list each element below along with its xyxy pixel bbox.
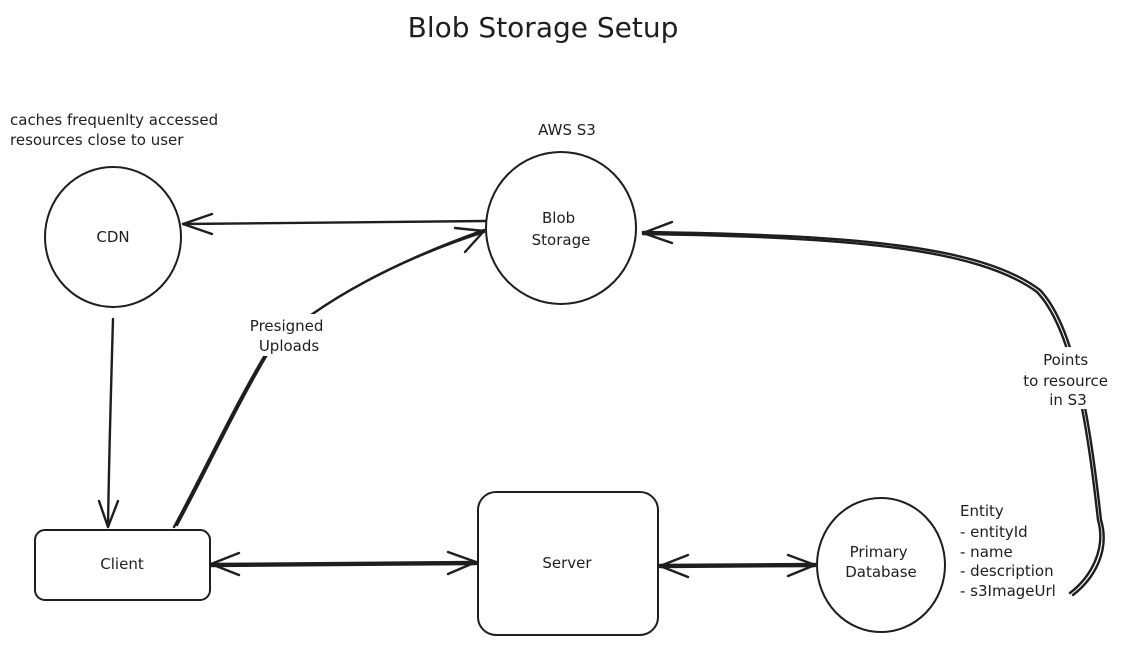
entity-annotation: Entity - entityId - name - description -…: [960, 502, 1058, 600]
presigned-uploads-label: Presigned Uploads: [250, 317, 328, 355]
server-database-arrowhead-left: [658, 553, 690, 579]
presigned-label-mask: [247, 314, 333, 356]
cdn-to-client-line: [106, 317, 115, 529]
entity-annotation-line: - name: [960, 543, 1013, 561]
blob-storage-label: Blob Storage: [532, 209, 591, 249]
entity-to-blob-line-overstroke: [641, 232, 1102, 595]
client-server-arrowhead-right: [446, 550, 478, 576]
blob-storage-label-line: Blob: [542, 209, 575, 227]
cdn-to-client-arrowhead: [97, 499, 120, 529]
cdn-node[interactable]: CDN: [44, 166, 182, 308]
blob-storage-node[interactable]: Blob Storage: [485, 151, 637, 305]
cdn-annotation-line: caches frequenlty accessed: [10, 111, 218, 129]
points-to-resource-label-line: Points: [1043, 351, 1088, 369]
primary-database-node[interactable]: Primary Database: [816, 497, 946, 633]
cdn-to-client-arrow: [97, 317, 120, 529]
primary-database-circle: [816, 497, 946, 633]
presigned-uploads-label-line: Uploads: [259, 337, 320, 355]
server-database-arrowhead-right: [786, 553, 817, 578]
client-to-blob-presigned-arrow: Presigned Uploads: [172, 226, 486, 529]
entity-annotation-line: - description: [960, 562, 1054, 580]
entity-annotation-line: - s3ImageUrl: [960, 582, 1056, 600]
diagram-title: Blob Storage Setup: [408, 11, 679, 44]
points-to-resource-label-line: in S3: [1049, 391, 1087, 409]
presigned-uploads-label-line: Presigned: [250, 317, 324, 335]
entity-annotation-line: Entity: [960, 502, 1004, 520]
entity-to-blob-arrow: Points to resource in S3: [641, 220, 1117, 597]
client-to-blob-arrowhead: [453, 226, 486, 254]
blob-to-cdn-arrowhead: [181, 212, 214, 236]
client-server-arrowhead-left: [209, 551, 241, 577]
server-database-arrow: [658, 553, 817, 579]
client-node[interactable]: Client: [34, 529, 211, 601]
server-node[interactable]: Server: [477, 491, 659, 636]
primary-database-label: Primary Database: [845, 543, 917, 581]
server-label: Server: [542, 554, 592, 572]
s3-annotation: AWS S3: [538, 121, 596, 139]
client-box: [34, 529, 211, 601]
client-label: Client: [100, 555, 144, 573]
points-to-resource-label-line: to resource: [1023, 372, 1108, 390]
cdn-circle: [44, 166, 182, 308]
cdn-annotation-line: resources close to user: [10, 131, 184, 149]
server-database-line-overstroke: [658, 564, 817, 569]
entity-annotation-line: - entityId: [960, 523, 1028, 541]
primary-database-label-line: Primary: [850, 543, 908, 561]
blob-storage-label-line: Storage: [532, 231, 591, 249]
entity-to-blob-line: [641, 230, 1105, 597]
blob-storage-circle: [485, 151, 637, 305]
client-server-line-overstroke: [209, 562, 478, 568]
cdn-label: CDN: [96, 228, 129, 246]
blob-to-cdn-line: [181, 219, 488, 226]
cdn-annotation: caches frequenlty accessed resources clo…: [10, 111, 223, 149]
server-box: [477, 491, 659, 636]
client-to-blob-line-overstroke: [175, 230, 486, 527]
server-database-line: [658, 562, 817, 567]
primary-database-label-line: Database: [845, 563, 917, 581]
client-to-blob-line: [172, 228, 486, 529]
client-server-arrow: [209, 550, 478, 577]
points-to-resource-label: Points to resource in S3: [1023, 351, 1113, 409]
entity-to-blob-arrowhead: [641, 220, 674, 245]
points-label-mask: [1017, 347, 1117, 409]
blob-to-cdn-arrow: [181, 212, 488, 236]
client-server-line: [209, 560, 478, 566]
